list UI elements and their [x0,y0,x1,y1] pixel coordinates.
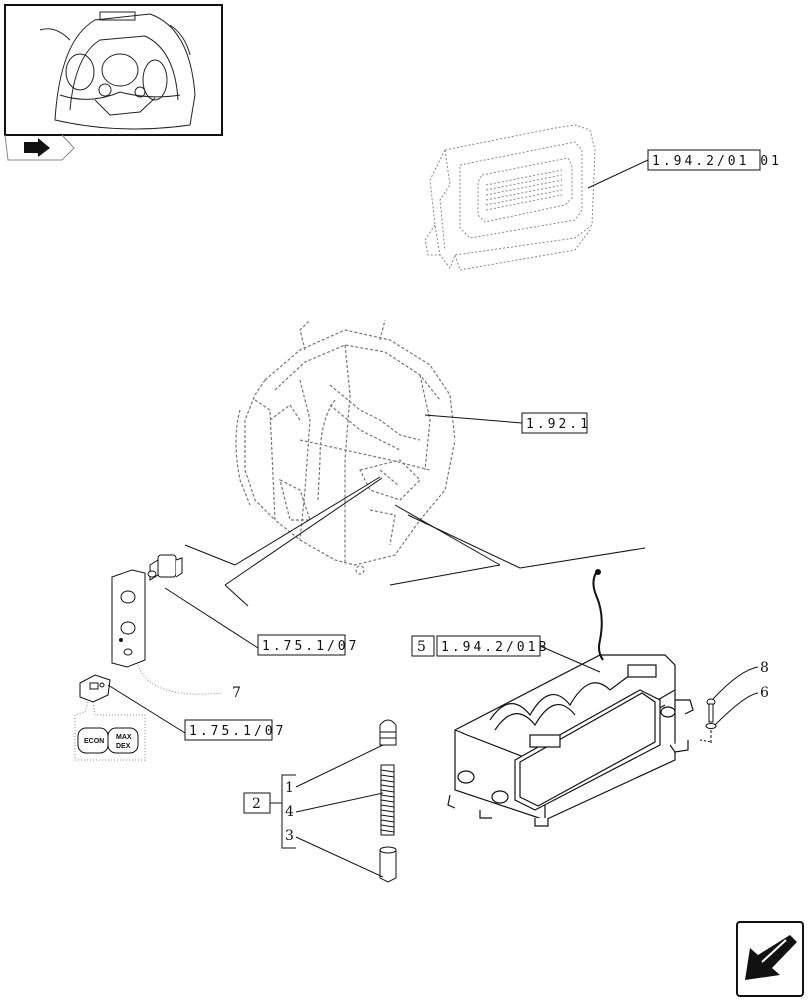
ref-box-5[interactable]: 1.75.1/07 [184,719,286,741]
item-bracket [270,744,384,878]
threaded-rod [380,764,395,836]
ref-label-3: 1.75.1/07 [262,639,359,654]
ref-label-4: 1.94.2/01B [441,640,549,655]
item-box-2[interactable]: 2 [243,792,271,814]
item-number-5: 5 [417,639,426,655]
washer [705,723,717,729]
wire-harness [592,569,604,661]
max-label: MAX [116,734,132,741]
top-nav-arrow[interactable] [4,134,75,161]
ref-box-2[interactable]: 1.92.1 [521,412,591,434]
sleeve [379,846,397,883]
ref-box-4[interactable]: 1.94.2/01B [436,635,549,657]
max-dex-button[interactable]: MAX DEX [107,727,139,754]
econ-label: ECON [84,738,104,745]
bottom-nav-button[interactable] [736,921,804,997]
mode-switch [79,674,111,703]
ref-label-5: 1.75.1/07 [189,724,286,739]
item-number-1: 1 [285,780,294,796]
item-number-8: 8 [760,660,769,676]
cab-leader-lines [184,476,646,607]
arrow-icon [745,935,797,980]
screw [706,698,716,723]
item-number-4: 4 [285,804,294,820]
econ-button[interactable]: ECON [77,727,109,754]
arrow-icon [24,138,50,157]
cab-frame-ghost [235,319,456,575]
item-number-3: 3 [285,828,294,844]
thumbnail-overview[interactable] [4,4,223,136]
switch-panel [111,569,146,668]
ref-box-1[interactable]: 1.94.2/01 01 [647,149,782,171]
ref-label-1: 1.94.2/01 01 [652,154,782,169]
item-number-7: 7 [232,685,241,701]
item-box-5[interactable]: 5 [411,635,435,657]
ref-label-2: 1.92.1 [526,417,591,432]
ac-unit [447,654,694,827]
dex-label: DEX [116,743,131,750]
bolt-head [379,719,397,746]
item-number-2: 2 [252,796,261,812]
switch-unit [147,554,183,581]
ref-box-3[interactable]: 1.75.1/07 [257,634,359,656]
duct-grille-ghost [424,124,596,271]
item-number-6: 6 [760,685,769,701]
